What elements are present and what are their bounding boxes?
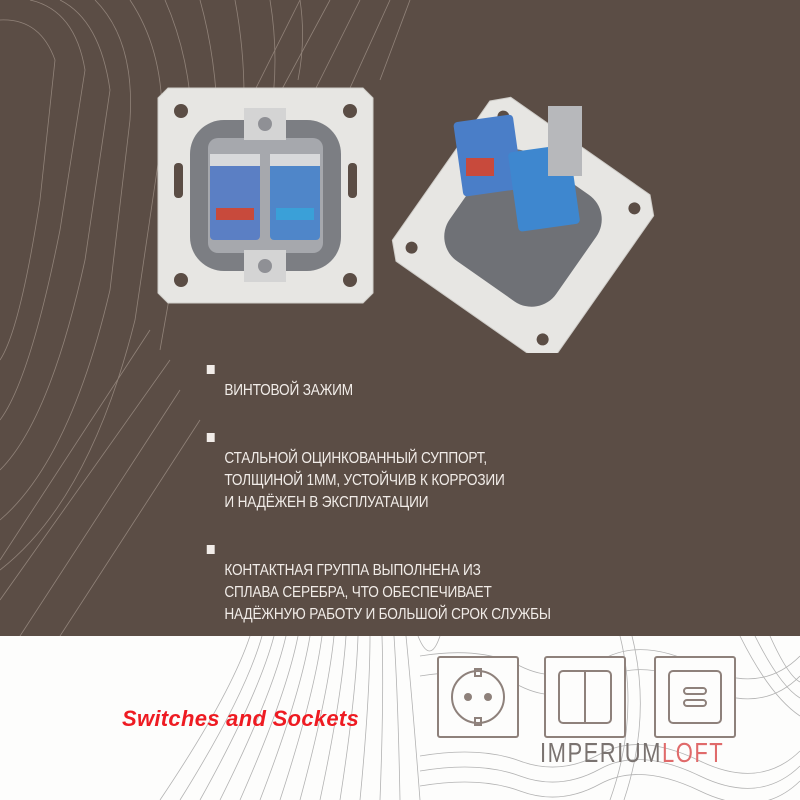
double-switch-icon — [558, 670, 612, 724]
socket-icon — [451, 668, 505, 726]
usb-icon-tile — [654, 656, 736, 738]
brand-name-part1: IMPERIUM — [540, 737, 662, 769]
contour-lines-decoration — [0, 0, 411, 636]
feature-text: КОНТАКТНАЯ ГРУППА ВЫПОЛНЕНА ИЗ СПЛАВА СЕ… — [224, 562, 551, 623]
feature-list: ВИНТОВОЙ ЗАЖИМ СТАЛЬНОЙ ОЦИНКОВАННЫЙ СУП… — [205, 358, 645, 636]
feature-item: КОНТАКТНАЯ ГРУППА ВЫПОЛНЕНА ИЗ СПЛАВА СЕ… — [205, 538, 592, 626]
brand-logo: IMPERIUMLOFT — [540, 737, 724, 770]
brand-name-part2: LOFT — [662, 737, 725, 769]
category-caption: Switches and Sockets — [122, 706, 360, 731]
feature-text: ВИНТОВОЙ ЗАЖИМ — [224, 382, 353, 399]
product-image-angled — [391, 96, 655, 353]
feature-item: ВИНТОВОЙ ЗАЖИМ — [205, 358, 592, 402]
square-bullet-icon — [206, 365, 215, 374]
feature-text: СТАЛЬНОЙ ОЦИНКОВАННЫЙ СУППОРТ, ТОЛЩИНОЙ … — [224, 450, 505, 511]
product-image-front — [157, 87, 374, 304]
switch-icon-tile — [544, 656, 626, 738]
hero-panel: ВИНТОВОЙ ЗАЖИМ СТАЛЬНОЙ ОЦИНКОВАННЫЙ СУП… — [0, 0, 800, 636]
usb-charger-icon — [668, 670, 722, 724]
feature-item: СТАЛЬНОЙ ОЦИНКОВАННЫЙ СУППОРТ, ТОЛЩИНОЙ … — [205, 426, 592, 514]
square-bullet-icon — [206, 433, 215, 442]
square-bullet-icon — [206, 545, 215, 554]
socket-icon-tile — [437, 656, 519, 738]
